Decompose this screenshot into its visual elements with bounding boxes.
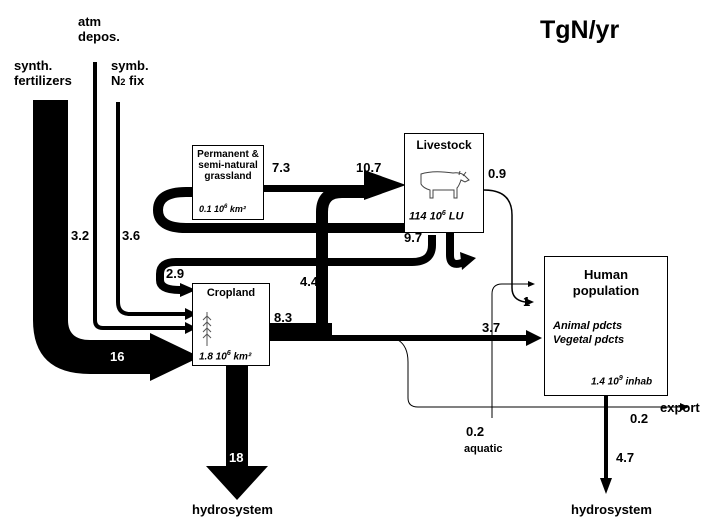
hydrosystem-label-2: hydrosystem xyxy=(571,502,652,517)
aquatic-arrowhead xyxy=(528,281,535,287)
flow-value-fert: 3.2 xyxy=(71,228,90,243)
cow-icon xyxy=(420,170,470,199)
livestock-to-human-flow xyxy=(483,189,526,303)
symb-fix-arrowhead xyxy=(185,308,197,320)
flow-value-crop-to-hydro: 18 xyxy=(229,450,244,465)
animal-products-label: Animal pdcts xyxy=(553,320,623,332)
atm-depos-line-1: atm xyxy=(78,14,102,29)
symb-fix-line-1: symb. xyxy=(111,58,149,73)
grass-to-livestock-flow xyxy=(264,170,406,200)
synth-fertilizers-label: synth. fertilizers xyxy=(14,58,72,88)
synth-fertilizers-line-1: synth. xyxy=(14,58,53,73)
grassland-area-value: 0.1 10 xyxy=(199,204,225,214)
human-population-exp: 9 xyxy=(618,375,623,382)
human-title-line-2: population xyxy=(572,283,640,298)
export-arrowhead xyxy=(680,403,689,411)
cropland-box: Cropland 1.8 106 km² xyxy=(192,283,270,366)
livestock-title: Livestock xyxy=(416,138,472,152)
manure-to-crop-flow xyxy=(156,235,436,294)
unit-label: TgN/yr xyxy=(540,16,620,44)
manure-to-crop-arrowhead xyxy=(180,283,196,297)
human-population-title: Human population xyxy=(545,267,667,299)
flow-value-veg-to-human: 3.7 xyxy=(482,320,501,335)
crop-to-livestock-flow xyxy=(316,186,370,330)
flow-value-grass-to-livestock: 7.3 xyxy=(272,160,291,175)
flow-value-manure-to-grass: 9.7 xyxy=(404,230,423,245)
flow-value-crop-to-livestock: 4.4 xyxy=(300,274,319,289)
aquatic-flow xyxy=(491,283,528,418)
wheat-icon xyxy=(202,312,212,346)
human-products: Animal pdcts Vegetal pdcts xyxy=(553,319,624,347)
vegetal-products-label: Vegetal pdcts xyxy=(553,334,625,346)
flow-value-fert-to-crop: 16 xyxy=(110,349,125,364)
livestock-loss-arrowhead xyxy=(460,252,476,270)
atm-depos-arrowhead xyxy=(185,322,197,334)
flow-value-to-human: 1 xyxy=(523,294,531,309)
human-population-unit: inhab xyxy=(622,376,653,388)
aquatic-label: aquatic xyxy=(464,443,503,455)
cropland-area-exp: 6 xyxy=(226,350,231,357)
atm-depos-flow xyxy=(93,62,185,330)
symb-fix-flow xyxy=(116,102,185,316)
symb-fix-line-2: N2 fix xyxy=(111,73,149,90)
flow-value-feed-to-livestock: 10.7 xyxy=(356,160,382,175)
grassland-title-line-2: semi-natural xyxy=(198,160,258,171)
human-population-box: Human population Animal pdcts Vegetal pd… xyxy=(544,256,668,396)
synth-fertilizers-line-2: fertilizers xyxy=(14,73,72,88)
grassland-title-line-3: grassland xyxy=(204,171,252,182)
grassland-area-exp: 6 xyxy=(224,204,228,210)
grassland-area: 0.1 106 km² xyxy=(199,204,246,214)
human-population-count: 1.4 109 inhab xyxy=(591,375,652,387)
flow-value-symb-fix: 3.6 xyxy=(122,228,141,243)
symb-fix-label: symb. N2 fix xyxy=(111,58,149,90)
livestock-units-exp: 6 xyxy=(441,210,446,217)
grassland-area-unit: km² xyxy=(227,204,246,214)
human-title-line-1: Human xyxy=(583,267,629,282)
flow-value-aquatic: 0.2 xyxy=(466,424,485,439)
grassland-title: Permanent & semi-natural grassland xyxy=(193,149,263,182)
flow-value-livestock-to-human: 0.9 xyxy=(488,166,507,181)
grassland-box: Permanent & semi-natural grassland 0.1 1… xyxy=(192,145,264,220)
export-label: export xyxy=(660,400,700,415)
livestock-to-human-arrowhead xyxy=(525,298,534,306)
manure-to-grass-flow xyxy=(152,187,410,233)
flow-value-crop-out: 8.3 xyxy=(274,310,293,325)
cropland-area-value: 1.8 10 xyxy=(199,351,227,363)
cropland-area: 1.8 106 km² xyxy=(199,350,251,362)
human-to-hydro-arrowhead xyxy=(600,478,612,494)
livestock-units: 114 106 LU xyxy=(409,210,463,223)
livestock-box: Livestock 114 106 LU xyxy=(404,133,484,233)
cropland-title: Cropland xyxy=(206,287,256,299)
grassland-title-line-1: Permanent & xyxy=(197,149,259,160)
export-flow xyxy=(397,339,680,408)
human-population-value: 1.4 10 xyxy=(591,376,619,388)
atm-depos-line-2: depos. xyxy=(78,29,120,44)
symb-fix-subscript: 2 xyxy=(120,77,126,87)
fertilizer-flow xyxy=(33,100,200,381)
hydrosystem-label-1: hydrosystem xyxy=(192,502,273,517)
cropland-area-unit: km² xyxy=(230,351,252,363)
flow-value-manure-to-crop: 2.9 xyxy=(166,266,185,281)
symb-fix-n: N xyxy=(111,73,121,88)
flow-value-human-to-hydro: 4.7 xyxy=(616,450,635,465)
livestock-units-value: 114 10 xyxy=(409,210,442,223)
symb-fix-suffix: fix xyxy=(125,73,145,88)
atm-depos-label: atm depos. xyxy=(78,14,120,44)
veg-to-human-arrowhead xyxy=(526,330,542,346)
crop-to-hydro-flow xyxy=(206,366,268,500)
flow-value-export: 0.2 xyxy=(630,411,649,426)
livestock-units-unit: LU xyxy=(445,210,464,223)
